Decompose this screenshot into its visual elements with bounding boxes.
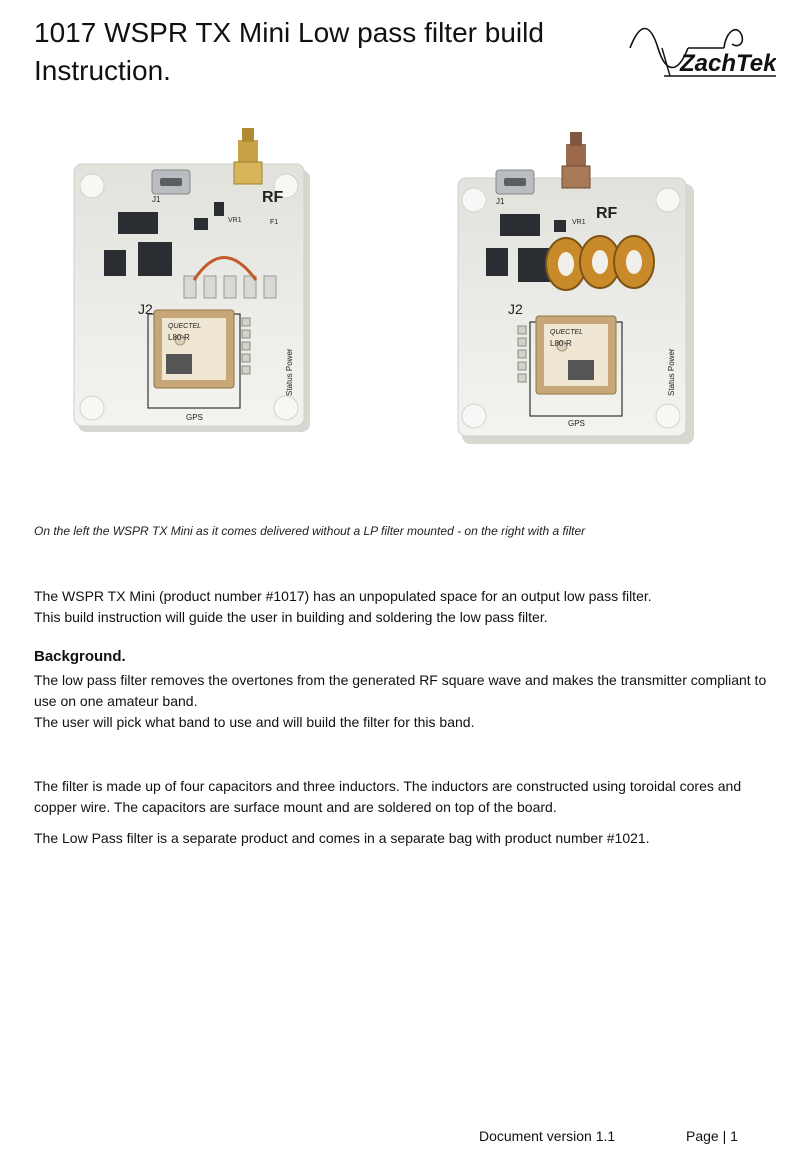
left-label-gps: GPS (186, 413, 203, 422)
right-board: J1 RF VR1 J2 QUECTEL L80-R GPS Status Po… (457, 132, 694, 444)
right-label-rf: RF (596, 205, 618, 222)
toroid-inductors (545, 235, 655, 291)
page-number: Page | 1 (686, 1128, 738, 1144)
background-line-1: The low pass filter removes the overtone… (34, 672, 767, 709)
right-label-vr1: VR1 (572, 219, 586, 226)
left-label-f1: F1 (270, 219, 278, 226)
document-version: Document version 1.1 (479, 1128, 616, 1144)
filter-paragraph: The filter is made up of four capacitors… (34, 778, 742, 815)
left-label-rf: RF (262, 189, 284, 206)
background-heading: Background. (34, 648, 126, 665)
left-label-j2: J2 (138, 301, 153, 317)
left-label-quectel: QUECTEL (168, 323, 201, 330)
photo-caption: On the left the WSPR TX Mini as it comes… (34, 524, 586, 538)
right-label-j1: J1 (496, 197, 505, 206)
intro-line-1: The WSPR TX Mini (product number #1017) … (34, 588, 652, 604)
left-label-status-power: Status Power (285, 348, 294, 396)
right-label-l80r: L80-R (550, 339, 572, 348)
background-line-2: The user will pick what band to use and … (34, 714, 475, 730)
right-label-quectel: QUECTEL (550, 329, 583, 336)
intro-line-2: This build instruction will guide the us… (34, 609, 548, 625)
product-paragraph: The Low Pass filter is a separate produc… (34, 830, 650, 846)
right-label-status-power: Status Power (667, 348, 676, 396)
left-label-vr1: VR1 (228, 217, 242, 224)
right-label-j2: J2 (508, 301, 523, 317)
left-label-j1: J1 (152, 195, 161, 204)
zachtek-logo: ZachTek (629, 27, 776, 77)
left-board: J1 RF VR1 F1 J2 QUECTEL L80-R GPS Status… (73, 128, 310, 432)
logo-text: ZachTek (679, 50, 776, 77)
right-label-gps: GPS (568, 419, 585, 428)
document-title: 1017 WSPR TX Mini Low pass filter build … (34, 17, 544, 86)
board-photo: J1 RF VR1 F1 J2 QUECTEL L80-R GPS Status… (73, 128, 694, 444)
left-label-l80r: L80-R (168, 333, 190, 342)
